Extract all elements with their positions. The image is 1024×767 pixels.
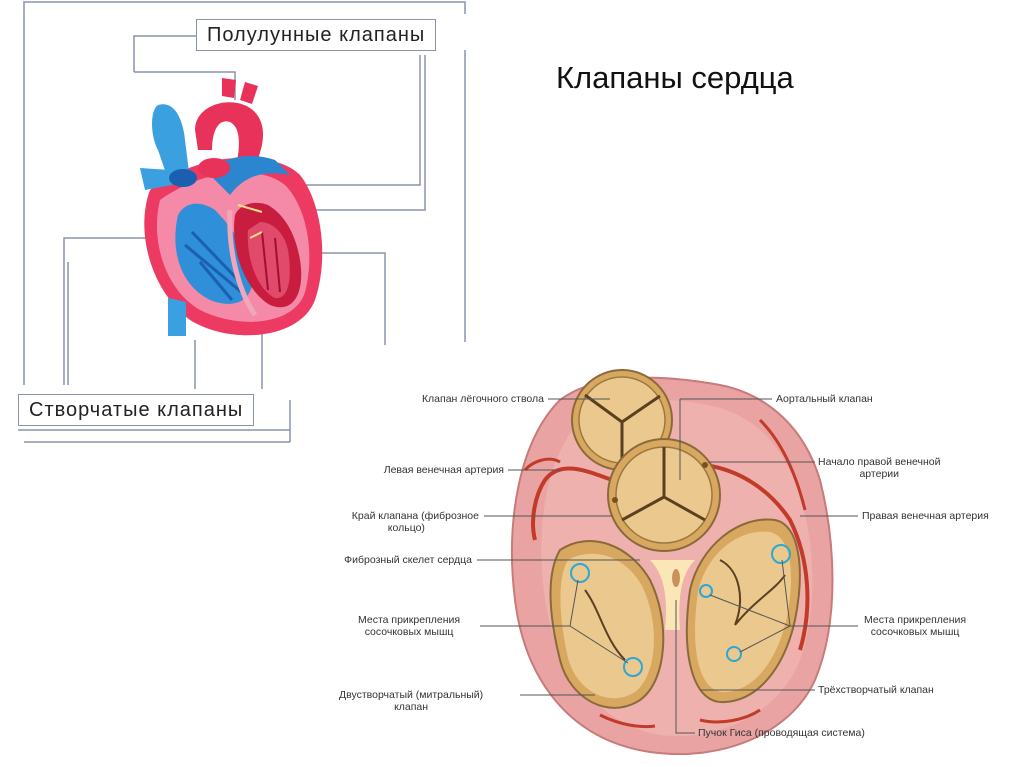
label-right-coronary-artery: Правая венечная артерия (862, 510, 989, 522)
label-his-bundle: Пучок Гиса (проводящая система) (698, 727, 865, 739)
label-mitral-valve: Двустворчатый (митральный) клапан (339, 689, 483, 713)
label-pulmonary-valve: Клапан лёгочного ствола (422, 393, 544, 405)
label-left-coronary-artery: Левая венечная артерия (384, 464, 504, 476)
label-aortic-valve: Аортальный клапан (776, 393, 873, 405)
aortic-valve (608, 439, 720, 551)
label-right-coronary-origin: Начало правой венечной артерии (818, 456, 941, 480)
label-papillary-left: Места прикрепления сосочковых мышц (358, 614, 460, 638)
label-valve-edge: Край клапана (фиброзное кольцо) (352, 510, 479, 534)
label-fibrous-skeleton: Фиброзный скелет сердца (344, 554, 472, 566)
label-tricuspid-valve: Трёхстворчатый клапан (818, 684, 934, 696)
label-papillary-right: Места прикрепления сосочковых мышц (864, 614, 966, 638)
